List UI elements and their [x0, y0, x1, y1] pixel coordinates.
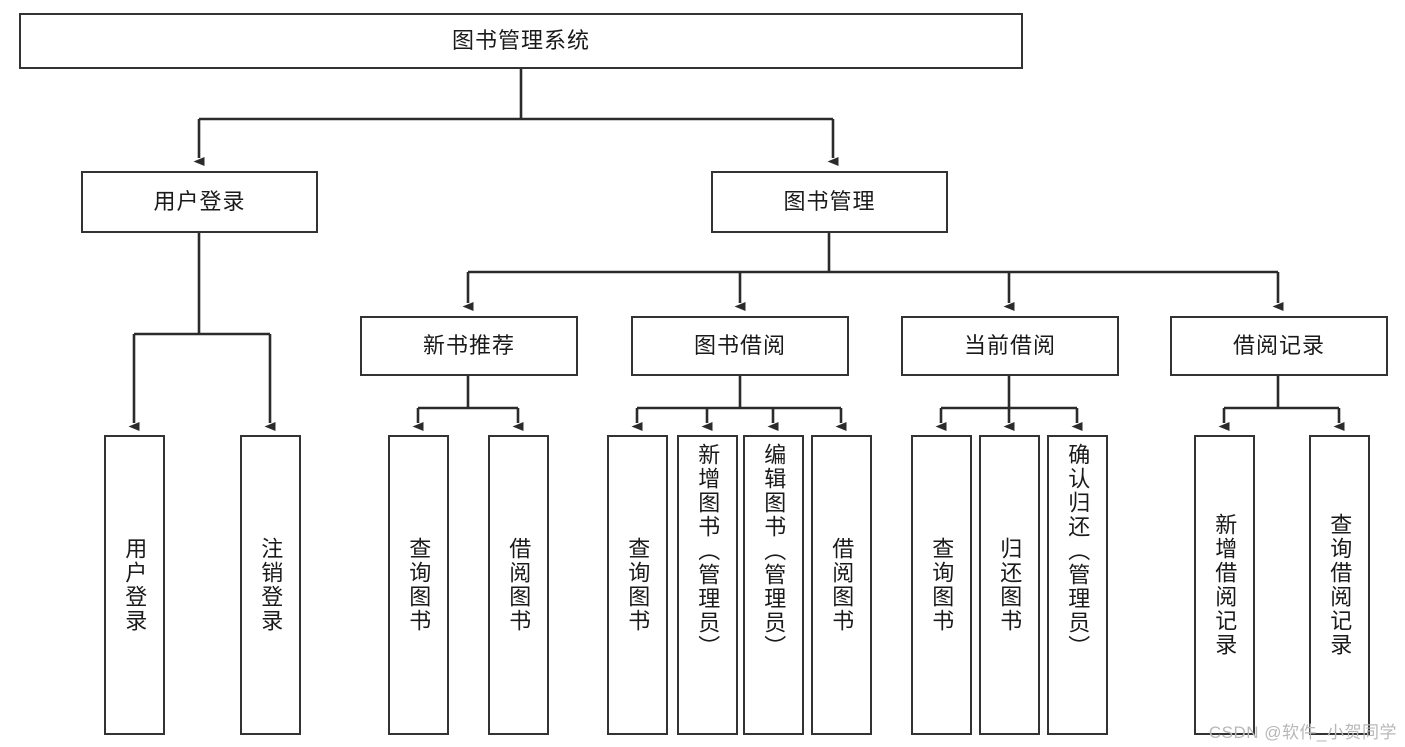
leaf-return-book[interactable]: 归还图书 — [979, 435, 1040, 735]
node-book-management[interactable]: 图书管理 — [711, 171, 948, 233]
node-user-login[interactable]: 用户登录 — [81, 171, 318, 233]
leaf-query-book-current[interactable]: 查询图书 — [911, 435, 972, 735]
csdn-watermark: CSDN @软件_小贺同学 — [1208, 723, 1397, 742]
leaf-query-borrow-record[interactable]: 查询借阅记录 — [1309, 435, 1370, 735]
node-label: 新增借阅记录 — [1212, 513, 1238, 657]
node-label: 编辑图书（管理员） — [761, 443, 787, 659]
node-label: 查询图书 — [929, 537, 955, 633]
leaf-user-login[interactable]: 用户登录 — [104, 435, 165, 735]
leaf-confirm-return-admin[interactable]: 确认归还（管理员） — [1047, 435, 1108, 735]
node-label: 图书借阅 — [693, 332, 786, 358]
node-label: 用户登录 — [153, 188, 246, 214]
leaf-borrow-book-borrow[interactable]: 借阅图书 — [811, 435, 872, 735]
node-label: 确认归还（管理员） — [1065, 443, 1091, 659]
node-label: 图书管理 — [783, 188, 876, 214]
leaf-logout-login[interactable]: 注销登录 — [240, 435, 301, 735]
node-label: 新增图书（管理员） — [695, 443, 721, 659]
node-label: 借阅图书 — [829, 537, 855, 633]
leaf-add-book-admin[interactable]: 新增图书（管理员） — [677, 435, 738, 735]
node-label: 当前借阅 — [963, 332, 1056, 358]
node-label: 查询借阅记录 — [1327, 513, 1353, 657]
node-label: 用户登录 — [122, 537, 148, 633]
node-label: 新书推荐 — [422, 332, 515, 358]
node-label: 借阅图书 — [506, 537, 532, 633]
node-label: 借阅记录 — [1232, 332, 1325, 358]
node-label: 查询图书 — [406, 537, 432, 633]
node-label: 查询图书 — [625, 537, 651, 633]
leaf-borrow-book-recommend[interactable]: 借阅图书 — [488, 435, 549, 735]
leaf-query-book-recommend[interactable]: 查询图书 — [388, 435, 449, 735]
node-label: 图书管理系统 — [451, 27, 590, 53]
leaf-add-borrow-record[interactable]: 新增借阅记录 — [1194, 435, 1255, 735]
leaf-edit-book-admin[interactable]: 编辑图书（管理员） — [743, 435, 804, 735]
node-book-borrow[interactable]: 图书借阅 — [631, 316, 849, 376]
node-label: 注销登录 — [258, 537, 284, 633]
node-root-book-management-system[interactable]: 图书管理系统 — [19, 13, 1023, 69]
node-new-book-recommend[interactable]: 新书推荐 — [360, 316, 578, 376]
node-label: 归还图书 — [997, 537, 1023, 633]
node-borrow-record[interactable]: 借阅记录 — [1170, 316, 1388, 376]
leaf-query-book-borrow[interactable]: 查询图书 — [607, 435, 668, 735]
node-current-borrow[interactable]: 当前借阅 — [901, 316, 1119, 376]
